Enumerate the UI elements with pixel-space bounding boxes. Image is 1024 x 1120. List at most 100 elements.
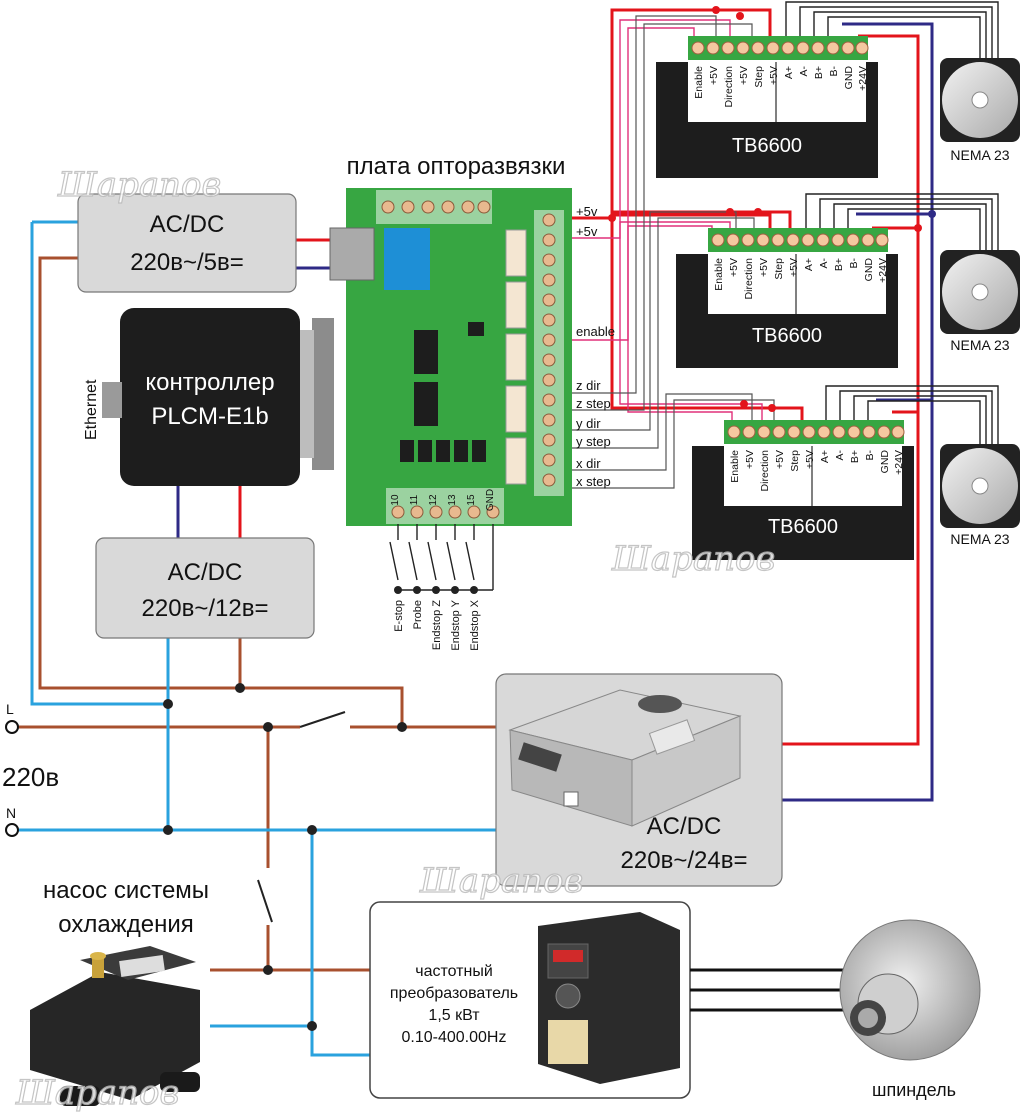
psu-5v-rating: 220в~/5в= bbox=[130, 249, 244, 276]
output-label-z-dir: z dir bbox=[576, 378, 601, 393]
motor-3-label: NEMA 23 bbox=[950, 531, 1009, 547]
watermark-3: Шарапов bbox=[419, 861, 583, 901]
driver-3-pin-a-plus: A+ bbox=[819, 450, 831, 463]
controller: контроллер PLCM-E1b Ethernet bbox=[83, 308, 334, 486]
input-pin-13: 13 bbox=[447, 494, 458, 506]
junction-dots bbox=[163, 683, 407, 1031]
signal-wires bbox=[572, 6, 804, 489]
driver-2: Enable +5V Direction +5V Step +5V A+ A- … bbox=[676, 228, 898, 368]
output-label-z-step: z step bbox=[576, 396, 611, 411]
board-output-labels: +5v +5v enable z dir z step y dir y step… bbox=[576, 204, 615, 489]
psu-12v-title: AC/DC bbox=[168, 559, 243, 586]
output-label-x-step: x step bbox=[576, 474, 611, 489]
spindle: шпиндель bbox=[839, 919, 981, 1100]
output-label-y-dir: y dir bbox=[576, 416, 601, 431]
vfd-label-line3: 1,5 кВт bbox=[428, 1007, 480, 1024]
psu-5v-title: AC/DC bbox=[150, 211, 225, 238]
driver-3-pin-5v-a: +5V bbox=[744, 450, 756, 469]
driver-1-pin-a-minus: A- bbox=[798, 65, 810, 76]
driver-2-pin-step: Step bbox=[773, 258, 785, 280]
driver-3-pin-24v: +24V bbox=[893, 450, 905, 475]
driver-1-pin-b-plus: B+ bbox=[813, 66, 825, 79]
mains-l-label: L bbox=[6, 701, 14, 717]
vfd-unit: частотный преобразователь 1,5 кВт 0.10-4… bbox=[369, 901, 691, 1099]
driver-2-pin-b-minus: B- bbox=[848, 257, 860, 268]
board-title: плата опторазвязки bbox=[347, 153, 566, 180]
stepper-motor-1: NEMA 23 bbox=[940, 58, 1020, 163]
driver-2-pin-5v-c: +5V bbox=[788, 258, 800, 277]
driver-3-pin-5v-b: +5V bbox=[774, 450, 786, 469]
pump-label-line2: охлаждения bbox=[58, 911, 194, 938]
watermark-1: Шарапов bbox=[57, 165, 221, 205]
spindle-label: шпиндель bbox=[872, 1080, 956, 1100]
output-label-y-step: y step bbox=[576, 434, 611, 449]
psu-24v-title: AC/DC bbox=[647, 813, 722, 840]
output-label-x-dir: x dir bbox=[576, 456, 601, 471]
driver-2-name: TB6600 bbox=[752, 325, 822, 347]
psu-24v: AC/DC 220в~/24в= bbox=[495, 673, 783, 887]
driver-2-pin-b-plus: B+ bbox=[833, 258, 845, 271]
switch-label-estop: E-stop bbox=[393, 600, 405, 632]
driver-3-pin-step: Step bbox=[789, 450, 801, 472]
controller-title: контроллер bbox=[145, 369, 274, 396]
driver-1-pin-a-plus: A+ bbox=[783, 66, 795, 79]
vfd-label-line4: 0.10-400.00Hz bbox=[402, 1029, 507, 1046]
opto-isolation-board: плата опторазвязки bbox=[329, 153, 572, 526]
driver-2-pin-24v: +24V bbox=[877, 258, 889, 283]
mains-voltage-label: 220в bbox=[2, 762, 59, 792]
controller-model: PLCM-E1b bbox=[151, 403, 268, 430]
driver-3-pin-b-plus: B+ bbox=[849, 450, 861, 463]
driver-2-pin-enable: Enable bbox=[713, 258, 725, 291]
driver-1-pin-24v: +24V bbox=[857, 66, 869, 91]
psu-5v: AC/DC 220в~/5в= bbox=[77, 193, 297, 293]
switch-label-endstop-z: Endstop Z bbox=[431, 600, 443, 650]
mains-wiring bbox=[18, 220, 496, 1057]
driver-1-pin-direction: Direction bbox=[723, 66, 735, 108]
input-pin-10: 10 bbox=[390, 494, 401, 506]
driver-2-pin-a-plus: A+ bbox=[803, 258, 815, 271]
input-pin-15: 15 bbox=[466, 494, 477, 506]
driver-1-pin-step: Step bbox=[753, 66, 765, 88]
watermark-2: Шарапов bbox=[611, 539, 775, 579]
ethernet-port-label: Ethernet bbox=[83, 379, 100, 440]
psu-12v: AC/DC 220в~/12в= bbox=[95, 537, 315, 639]
input-pin-gnd: GND bbox=[485, 489, 496, 511]
driver-3: Enable +5V Direction +5V Step +5V A+ A- … bbox=[692, 420, 914, 560]
driver-3-pin-enable: Enable bbox=[729, 450, 741, 483]
driver-2-pin-a-minus: A- bbox=[818, 257, 830, 268]
stepper-motor-2: NEMA 23 bbox=[940, 250, 1020, 353]
vfd-label-line2: преобразователь bbox=[390, 985, 518, 1002]
driver-1-name: TB6600 bbox=[732, 135, 802, 157]
driver-1-pin-b-minus: B- bbox=[828, 65, 840, 76]
psu-24v-photo bbox=[508, 689, 742, 827]
pump-label-line1: насос системы bbox=[43, 877, 209, 904]
output-label-5v-b: +5v bbox=[576, 224, 598, 239]
driver-3-pin-b-minus: B- bbox=[864, 449, 876, 460]
driver-2-pin-5v-b: +5V bbox=[758, 258, 770, 277]
driver-1-pin-enable: Enable bbox=[693, 66, 705, 99]
driver-3-pin-5v-c: +5V bbox=[804, 450, 816, 469]
driver-1-pin-5v-c: +5V bbox=[768, 66, 780, 85]
coolant-pump: насос системы охлаждения bbox=[30, 877, 209, 1106]
switch-label-endstop-x: Endstop X bbox=[469, 599, 481, 650]
mains-n-label: N bbox=[6, 805, 16, 821]
psu-24v-rating: 220в~/24в= bbox=[621, 847, 748, 874]
motor-2-label: NEMA 23 bbox=[950, 337, 1009, 353]
input-switches: E-stop Probe Endstop Z Endstop Y Endstop… bbox=[389, 524, 494, 651]
driver-2-pin-gnd: GND bbox=[863, 258, 875, 282]
driver-3-name: TB6600 bbox=[768, 516, 838, 538]
driver-3-pin-a-minus: A- bbox=[834, 449, 846, 460]
motor-wires bbox=[785, 1, 999, 480]
watermark-4: Шарапов bbox=[15, 1073, 179, 1113]
motor-1-label: NEMA 23 bbox=[950, 147, 1009, 163]
driver-1-pin-5v-a: +5V bbox=[708, 66, 720, 85]
switch-label-probe: Probe bbox=[412, 600, 424, 629]
driver-1: Enable +5V Direction +5V Step +5V A+ A- … bbox=[656, 36, 878, 178]
input-pin-11: 11 bbox=[409, 494, 420, 505]
output-label-enable: enable bbox=[576, 324, 615, 339]
output-label-5v-a: +5v bbox=[576, 204, 598, 219]
stepper-motor-3: NEMA 23 bbox=[940, 444, 1020, 547]
driver-2-pin-5v-a: +5V bbox=[728, 258, 740, 277]
driver-2-pin-direction: Direction bbox=[743, 258, 755, 300]
